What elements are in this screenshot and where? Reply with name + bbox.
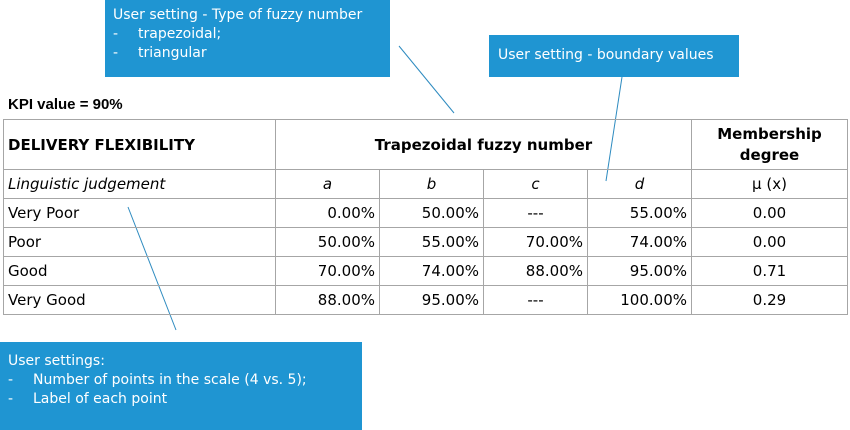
table-title: DELIVERY FLEXIBILITY [3,119,276,170]
table-header-row: DELIVERY FLEXIBILITY Trapezoidal fuzzy n… [3,119,848,170]
table-row: Poor 50.00% 55.00% 70.00% 74.00% 0.00 [3,227,848,257]
col-d: d [587,169,692,199]
membership-header: Membership degree [691,119,848,170]
col-mu: μ (x) [691,169,848,199]
callout-boundary-values: User setting - boundary values [489,35,739,77]
callout-boundary-title: User setting - boundary values [498,47,714,63]
table-row: Good 70.00% 74.00% 88.00% 95.00% 0.71 [3,256,848,286]
cell-a: 88.00% [275,285,380,315]
row-label: Very Good [3,285,276,315]
membership-header-line1: Membership [717,124,822,143]
col-b: b [379,169,484,199]
row-label: Good [3,256,276,286]
cell-mu: 0.00 [691,198,848,228]
cell-b: 55.00% [379,227,484,257]
callout-fuzzy-type: User setting - Type of fuzzy number trap… [105,0,390,77]
membership-header-line2: degree [739,145,800,164]
cell-mu: 0.71 [691,256,848,286]
callout-scale-settings: User settings: Number of points in the s… [0,342,362,430]
callout-scale-item: Label of each point [8,390,354,409]
kpi-value-label: KPI value = 90% [8,96,123,113]
connector-fuzzy-type [398,45,455,114]
cell-d: 95.00% [587,256,692,286]
callout-fuzzy-type-item: triangular [113,44,382,63]
cell-d: 74.00% [587,227,692,257]
cell-mu: 0.29 [691,285,848,315]
callout-fuzzy-type-title: User setting - Type of fuzzy number [113,7,363,23]
table-row: Very Poor 0.00% 50.00% --- 55.00% 0.00 [3,198,848,228]
cell-a: 0.00% [275,198,380,228]
callout-scale-item: Number of points in the scale (4 vs. 5); [8,371,354,390]
cell-b: 74.00% [379,256,484,286]
table-row: Very Good 88.00% 95.00% --- 100.00% 0.29 [3,285,848,315]
callout-fuzzy-type-item: trapezoidal; [113,25,382,44]
row-label: Very Poor [3,198,276,228]
col-judgement: Linguistic judgement [3,169,276,199]
cell-b: 50.00% [379,198,484,228]
cell-a: 50.00% [275,227,380,257]
fuzzy-table: DELIVERY FLEXIBILITY Trapezoidal fuzzy n… [3,119,848,315]
row-label: Poor [3,227,276,257]
cell-mu: 0.00 [691,227,848,257]
fuzzy-number-header: Trapezoidal fuzzy number [275,119,692,170]
col-a: a [275,169,380,199]
cell-c: 70.00% [483,227,588,257]
col-c: c [483,169,588,199]
cell-c: --- [483,198,588,228]
cell-b: 95.00% [379,285,484,315]
cell-d: 100.00% [587,285,692,315]
table-subheader-row: Linguistic judgement a b c d μ (x) [3,169,848,199]
callout-scale-title: User settings: [8,353,105,369]
cell-c: --- [483,285,588,315]
cell-c: 88.00% [483,256,588,286]
cell-a: 70.00% [275,256,380,286]
cell-d: 55.00% [587,198,692,228]
